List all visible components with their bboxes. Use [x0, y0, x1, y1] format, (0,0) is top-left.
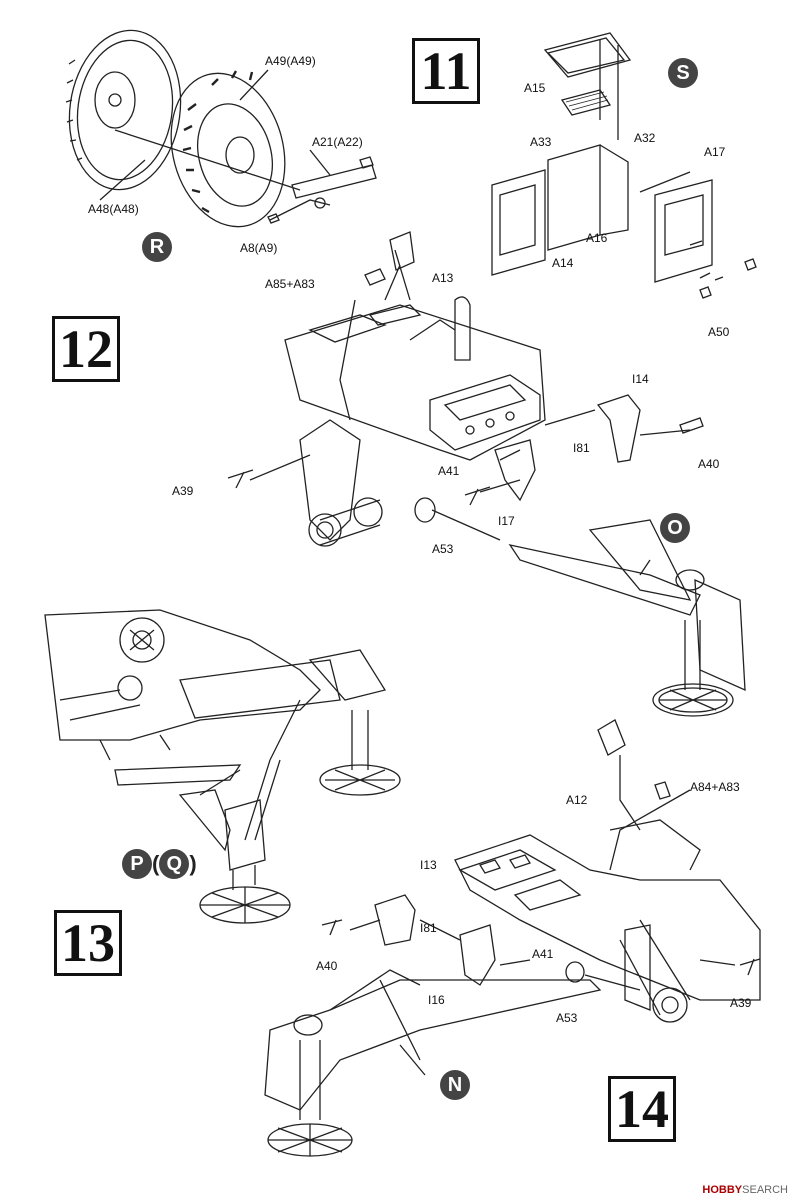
stowage-box [491, 32, 757, 299]
callout-badge-s: S [668, 58, 698, 88]
part-label-a8: A8(A9) [240, 241, 278, 255]
part-label-a39-step14: A39 [730, 996, 752, 1010]
part-label-a84-a83: A84+A83 [690, 780, 740, 794]
part-label-a32: A32 [634, 131, 656, 145]
carriage-step13 [44, 609, 401, 796]
leader-lines-step14 [349, 755, 736, 1076]
leader-lines-step12 [249, 264, 691, 576]
step-number-13: 13 [54, 910, 122, 976]
part-label-a21: A21(A22) [312, 135, 363, 149]
callout-badge-pq: P ( Q ) [122, 849, 197, 879]
stabilizer-leg-o [508, 519, 746, 717]
step-number-11: 11 [412, 38, 480, 104]
part-label-i13: I13 [420, 858, 437, 872]
stabilizer-leg-n [264, 969, 602, 1157]
part-label-a49: A49(A49) [265, 54, 316, 68]
watermark-rest: SEARCH [742, 1184, 788, 1196]
leader-lines-step13 [199, 699, 301, 796]
part-label-a14: A14 [552, 256, 574, 270]
small-parts-step14 [321, 719, 761, 986]
part-label-i17: I17 [498, 514, 515, 528]
part-label-a40-step12: A40 [698, 457, 720, 471]
part-label-a13: A13 [432, 271, 454, 285]
chassis-step12 [284, 231, 546, 547]
chassis-step14 [454, 819, 761, 1023]
callout-badge-q: Q [159, 849, 190, 879]
watermark-brand: HOBBY [702, 1184, 743, 1196]
part-label-a41-step12: A41 [438, 464, 460, 478]
callout-badge-n: N [440, 1070, 470, 1100]
part-label-a12: A12 [566, 793, 588, 807]
axle-a21 [267, 156, 377, 224]
part-label-a15: A15 [524, 81, 546, 95]
paren-close: ) [189, 851, 197, 876]
callout-badge-p: P [122, 849, 152, 879]
step-number-14: 14 [608, 1076, 676, 1142]
part-label-a40-step14: A40 [316, 959, 338, 973]
part-label-a85-a83: A85+A83 [265, 277, 315, 291]
part-label-a50: A50 [708, 325, 730, 339]
part-label-i14: I14 [632, 372, 649, 386]
wheel-hub-a48 [65, 29, 182, 191]
part-label-i81-step12: I81 [573, 441, 590, 455]
part-label-a16: A16 [586, 231, 608, 245]
leader-lines-step11 [99, 69, 331, 221]
part-label-a53-step12: A53 [432, 542, 454, 556]
wheel-tire-a49 [170, 70, 286, 228]
part-label-a41-step14: A41 [532, 947, 554, 961]
part-label-a48: A48(A48) [88, 202, 139, 216]
part-label-a53-step14: A53 [556, 1011, 578, 1025]
paren-open: ( [152, 851, 160, 876]
part-label-a39-step12: A39 [172, 484, 194, 498]
callout-badge-r: R [142, 232, 172, 262]
part-label-i81-step14: I81 [420, 921, 437, 935]
part-label-i16: I16 [428, 993, 445, 1007]
part-label-a33: A33 [530, 135, 552, 149]
step-number-12: 12 [52, 316, 120, 382]
callout-badge-o: O [660, 513, 690, 543]
part-label-a17: A17 [704, 145, 726, 159]
watermark: HOBBYSEARCH [702, 1184, 788, 1196]
stabilizer-leg-pq [178, 759, 291, 924]
